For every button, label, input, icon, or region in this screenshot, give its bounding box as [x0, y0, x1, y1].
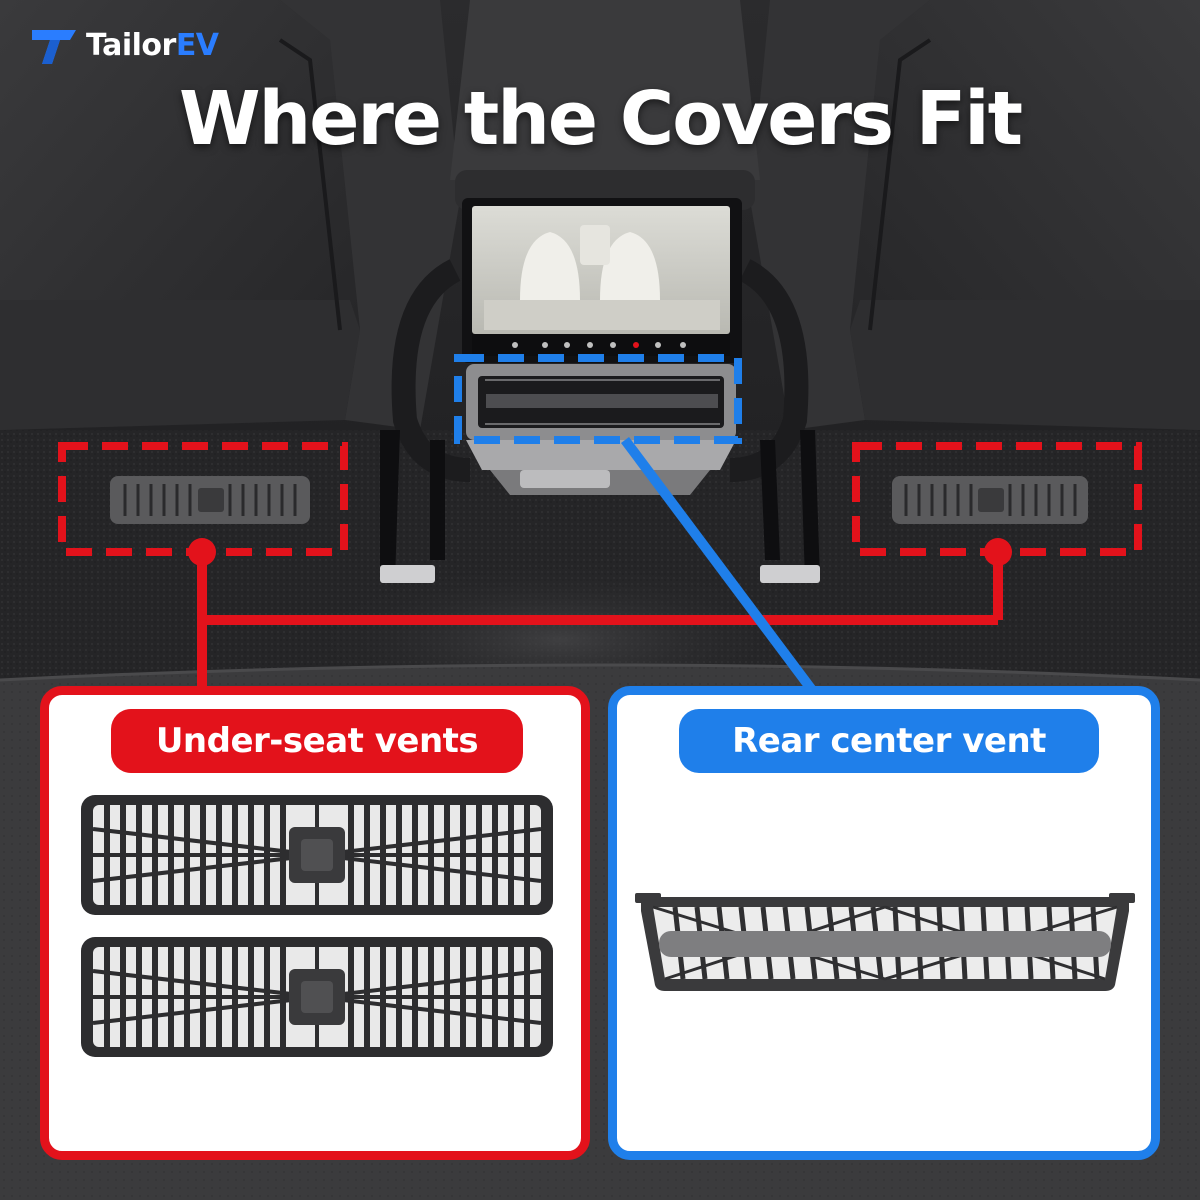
center-vent-connector: [620, 437, 817, 693]
right-under-seat-vent: [892, 476, 1088, 524]
center-vent-highlight: [454, 354, 742, 444]
rear-center-vent-card: Rear center vent: [608, 686, 1160, 1160]
under-seat-vent-cover-top: [81, 795, 553, 915]
brand-logo: TailorEV: [30, 24, 219, 66]
tailorev-logo-icon: [32, 30, 76, 64]
rear-center-vent-label: Rear center vent: [679, 709, 1099, 773]
page-title: Where the Covers Fit: [178, 76, 1023, 162]
under-seat-vent-cover-bottom: [81, 937, 553, 1057]
under-seat-vents-card: Under-seat vents: [40, 686, 590, 1160]
brand-name: TailorEV: [86, 27, 219, 63]
left-under-seat-vent: [110, 476, 310, 524]
under-seat-vents-label: Under-seat vents: [111, 709, 523, 773]
rear-center-vent-cover: [635, 893, 1135, 991]
